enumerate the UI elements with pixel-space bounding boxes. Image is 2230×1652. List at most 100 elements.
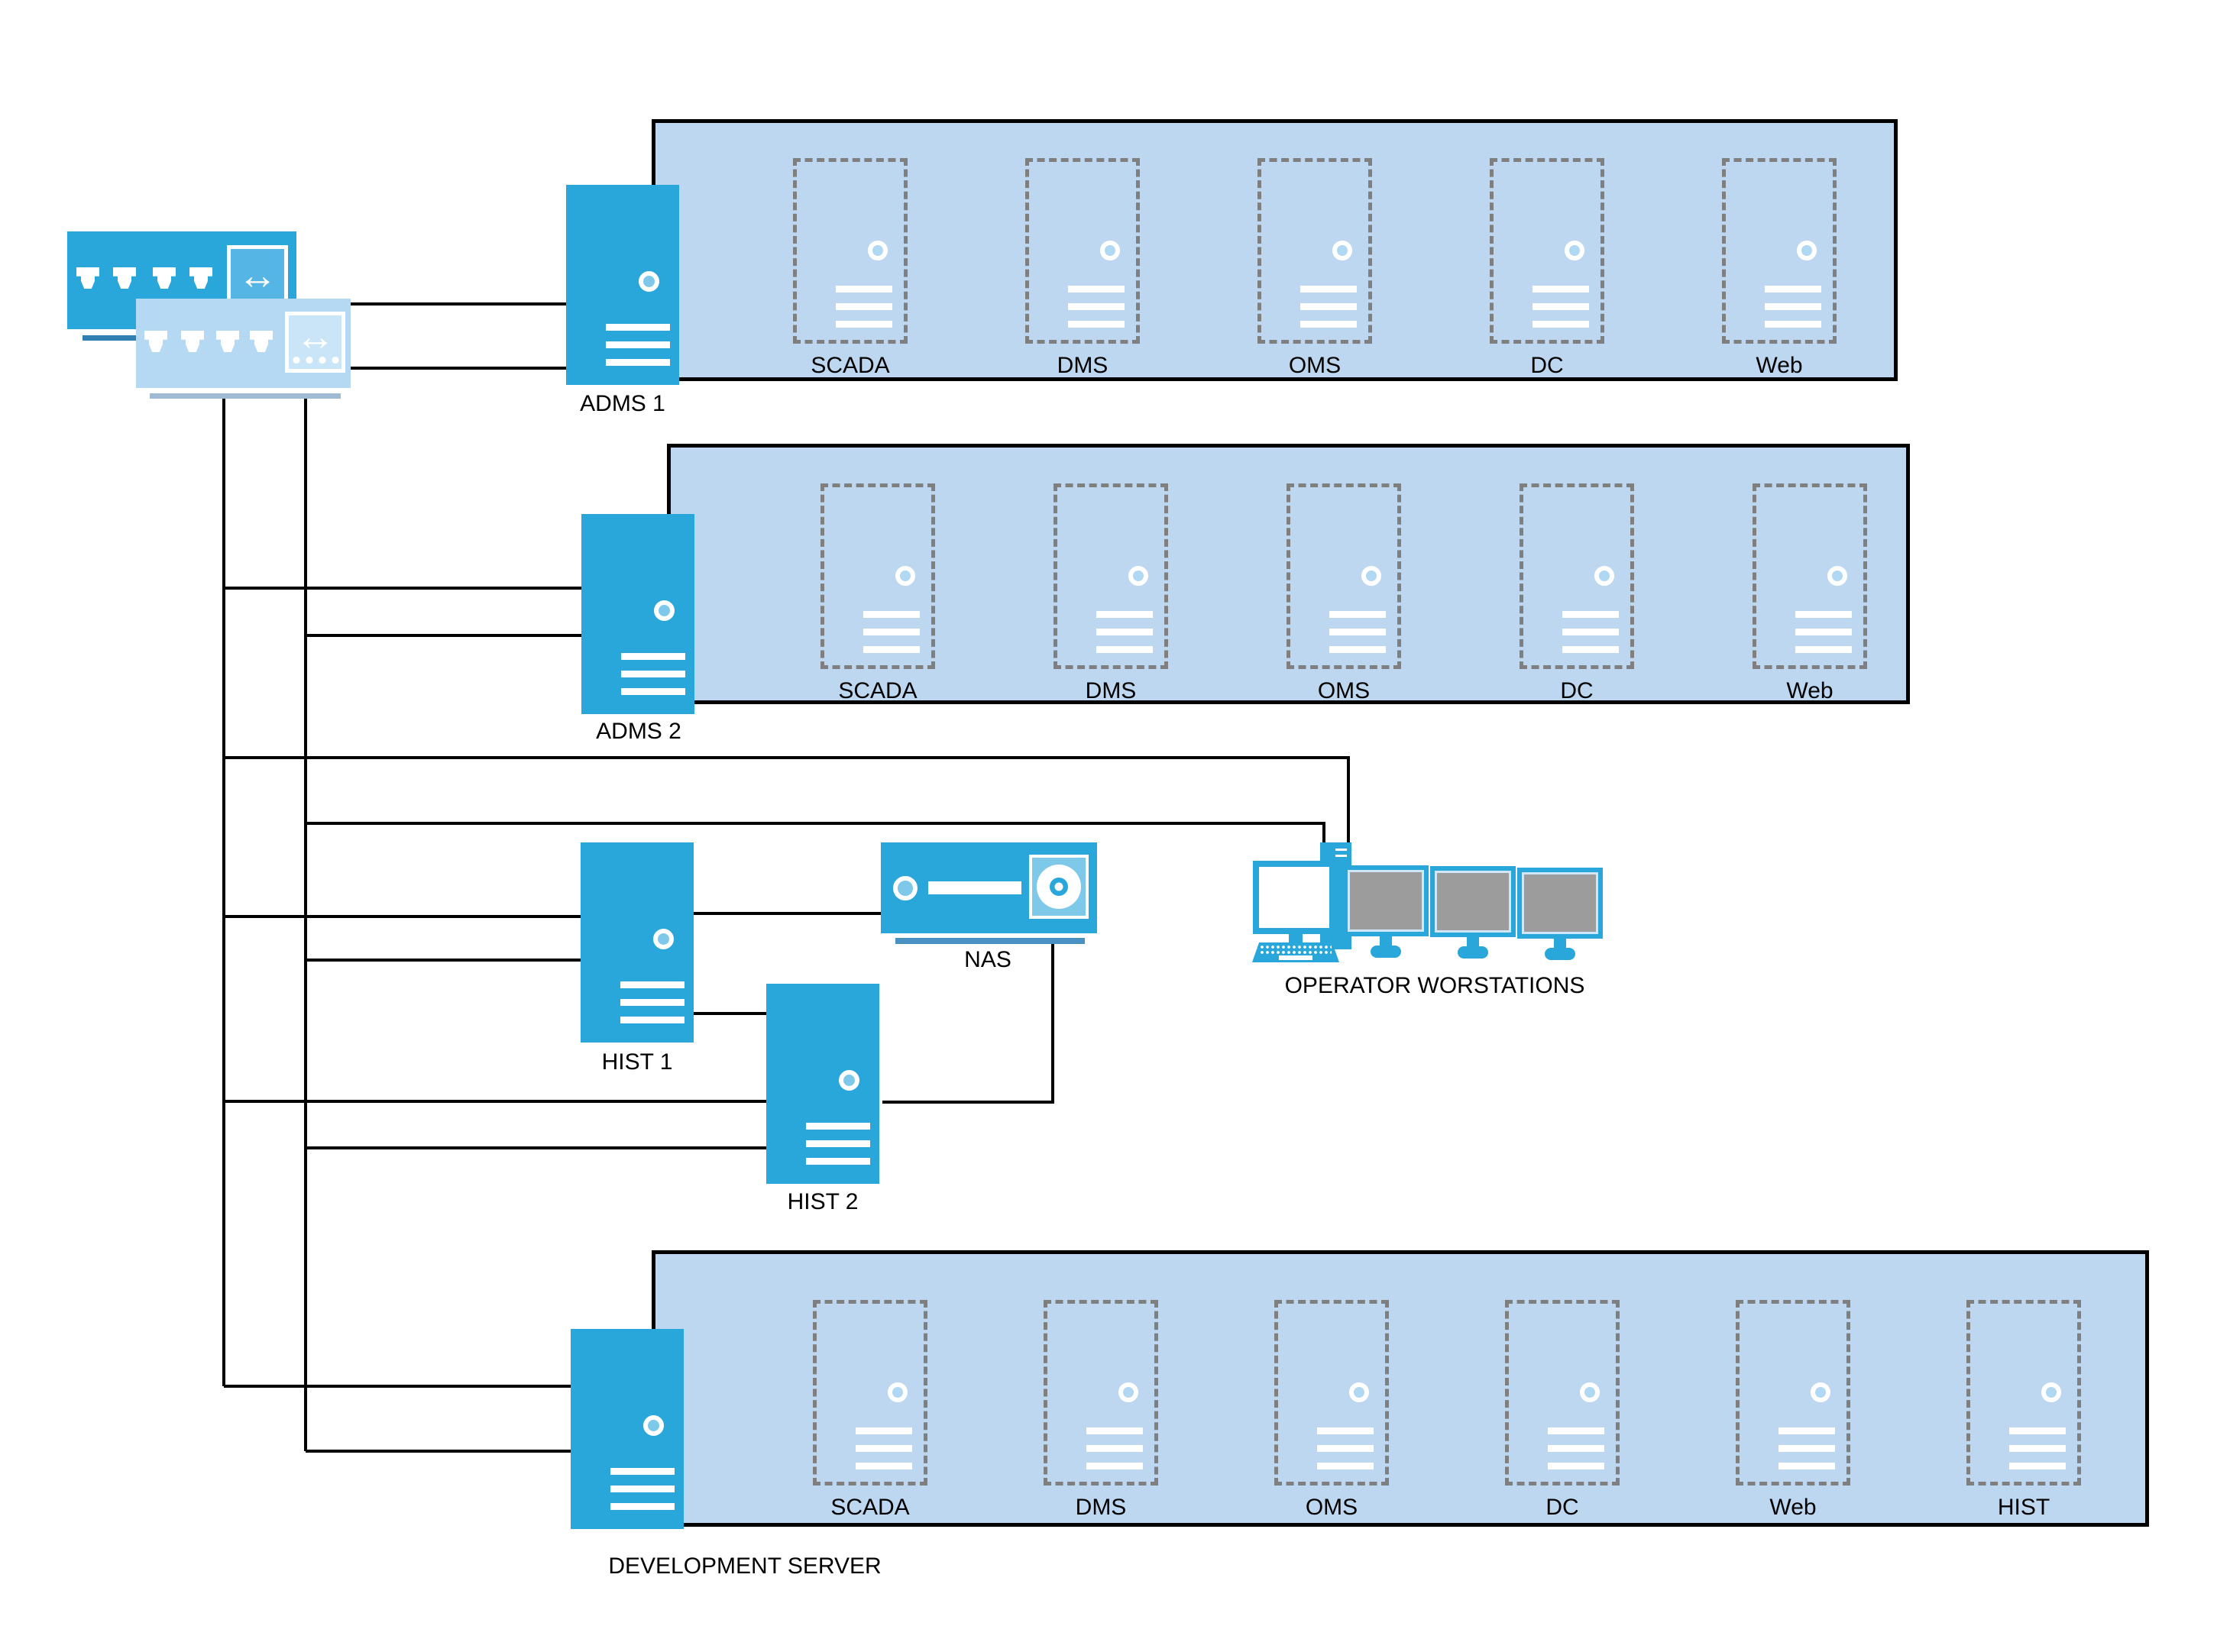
vent-lines-icon	[1300, 286, 1357, 328]
monitor-icon	[1517, 868, 1603, 939]
power-light-icon	[654, 600, 675, 621]
vm-label: Web	[1756, 353, 1803, 378]
power-light-icon	[1594, 566, 1614, 586]
vm-label: DMS	[1075, 1495, 1127, 1520]
power-light-icon	[868, 241, 888, 260]
power-light-icon	[839, 1070, 859, 1091]
vent-lines-icon	[836, 286, 892, 328]
vm-cell-scada	[813, 1300, 927, 1486]
label-adms1: ADMS 1	[580, 391, 665, 416]
vm-label: SCADA	[830, 1495, 910, 1520]
power-light-icon	[1827, 566, 1847, 586]
vent-lines-icon	[1548, 1427, 1604, 1469]
server-adms2-icon	[581, 514, 694, 714]
light-switch-shadow	[150, 393, 341, 399]
vm-label: Web	[1786, 678, 1834, 703]
disc-center-icon	[1054, 882, 1063, 891]
port-icon	[153, 267, 176, 289]
spacebar-icon	[1279, 955, 1312, 960]
vm-cell-hist	[1966, 1300, 2081, 1486]
bidirectional-arrow-icon: ↔	[295, 315, 335, 359]
power-light-icon	[1811, 1382, 1830, 1402]
nas-shadow	[895, 938, 1085, 944]
network-switch-2-icon: ↔	[136, 299, 351, 388]
power-light-icon	[1118, 1382, 1138, 1402]
power-light-icon	[1580, 1382, 1600, 1402]
disc-hub-icon	[1050, 878, 1068, 896]
vent-lines-icon	[806, 1123, 870, 1165]
server-dev-icon	[571, 1329, 684, 1529]
vm-label: OMS	[1317, 678, 1371, 703]
vent-lines-icon	[610, 1468, 675, 1510]
vm-label: OMS	[1305, 1495, 1358, 1520]
port-icon	[181, 331, 204, 352]
vent-lines-icon	[1068, 286, 1125, 328]
wire-nas-hist2	[882, 941, 1054, 1104]
vm-cell-oms	[1274, 1300, 1389, 1486]
monitor-neck-icon	[1380, 936, 1392, 946]
vent-lines-icon	[1086, 1427, 1143, 1469]
monitor-neck-icon	[1554, 938, 1566, 949]
monitor-neck-icon	[1467, 936, 1479, 947]
drive-bay-lines-icon	[1335, 849, 1347, 857]
vm-label: DC	[1545, 1495, 1579, 1520]
monitor-icon	[1343, 865, 1429, 936]
vm-cell-scada	[793, 158, 908, 344]
port-icon	[250, 331, 273, 352]
vm-cell-dms	[1025, 158, 1140, 344]
vent-lines-icon	[620, 981, 685, 1023]
port-icon	[76, 267, 99, 289]
vent-lines-icon	[1562, 611, 1619, 653]
port-icon	[113, 267, 136, 289]
vent-lines-icon	[621, 653, 685, 695]
server-hist2-icon	[766, 984, 879, 1184]
vm-label: DC	[1560, 678, 1594, 703]
disc-icon	[1037, 865, 1081, 909]
vent-lines-icon	[1096, 611, 1153, 653]
power-light-icon	[895, 566, 915, 586]
power-light-icon	[2041, 1382, 2061, 1402]
vm-label: HIST	[1997, 1495, 2050, 1520]
wire-bus2-workstations	[306, 822, 1325, 849]
power-light-icon	[653, 929, 674, 949]
power-light-icon	[893, 876, 918, 900]
desktop-monitor-icon	[1253, 861, 1335, 934]
vent-lines-icon	[1533, 286, 1589, 328]
port-icon	[216, 331, 239, 352]
vm-cell-web	[1722, 158, 1837, 344]
port-icon	[144, 331, 167, 352]
power-light-icon	[639, 271, 659, 292]
monitor-icon	[1430, 866, 1516, 937]
keyboard-icon	[1252, 942, 1339, 962]
keys-icon	[1260, 945, 1332, 955]
power-light-icon	[1332, 241, 1352, 260]
vm-cell-web	[1736, 1300, 1850, 1486]
vm-cell-dc	[1520, 483, 1634, 669]
status-dots-icon	[291, 357, 339, 364]
label-workstations: OPERATOR WORSTATIONS	[1284, 973, 1585, 998]
vm-label: Web	[1769, 1495, 1817, 1520]
vent-lines-icon	[1317, 1427, 1374, 1469]
vm-cell-scada	[820, 483, 935, 669]
vm-cell-dms	[1044, 1300, 1158, 1486]
vent-lines-icon	[856, 1427, 912, 1469]
vm-cell-dc	[1490, 158, 1604, 344]
power-light-icon	[1797, 241, 1817, 260]
uplink-arrow-icon: ↔	[227, 245, 288, 306]
server-adms1-icon	[566, 185, 679, 385]
power-light-icon	[1128, 566, 1148, 586]
vm-cell-dc	[1505, 1300, 1620, 1486]
vent-lines-icon	[1778, 1427, 1835, 1469]
nas-icon	[881, 842, 1097, 933]
power-light-icon	[1100, 241, 1120, 260]
port-icon	[189, 267, 212, 289]
label-development-server: DEVELOPMENT SERVER	[608, 1553, 882, 1579]
vm-label: DMS	[1057, 353, 1109, 378]
power-light-icon	[1565, 241, 1584, 260]
vent-lines-icon	[1765, 286, 1821, 328]
power-light-icon	[643, 1415, 664, 1436]
